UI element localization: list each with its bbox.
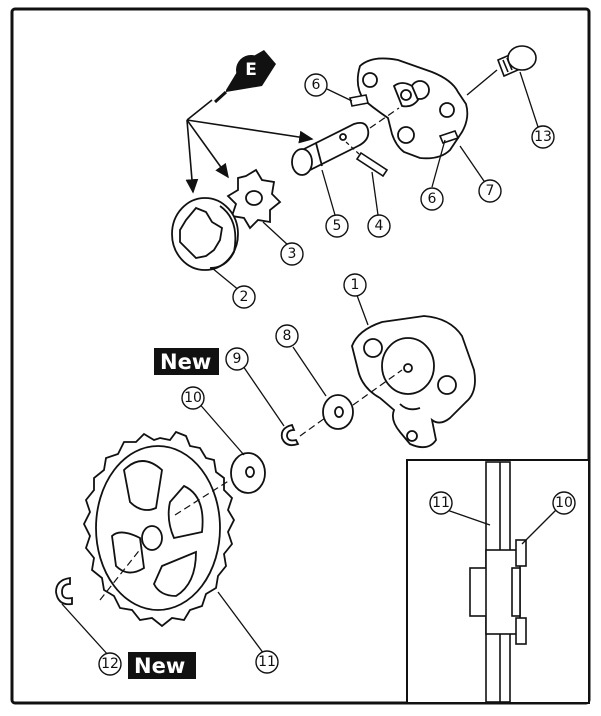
oil-pump-driven-gear <box>82 430 236 628</box>
svg-text:6: 6 <box>428 191 437 207</box>
svg-text:E: E <box>245 60 257 80</box>
svg-text:1: 1 <box>351 277 360 293</box>
inset-callout-11: 11 <box>429 491 453 515</box>
callout-6-lower: 6 <box>420 187 444 211</box>
drive-pin <box>355 151 389 178</box>
callout-10: 10 <box>181 386 205 410</box>
callout-1: 1 <box>343 273 367 297</box>
svg-text:9: 9 <box>233 351 242 367</box>
svg-text:7: 7 <box>486 183 495 199</box>
svg-text:4: 4 <box>375 218 384 234</box>
svg-text:6: 6 <box>312 77 321 93</box>
callout-13: 13 <box>531 125 555 149</box>
washer <box>322 394 354 430</box>
callout-4: 4 <box>367 214 391 238</box>
pump-shaft <box>291 121 370 176</box>
inset-callout-10: 10 <box>552 491 576 515</box>
callout-2: 2 <box>232 285 256 309</box>
svg-text:New: New <box>160 350 211 374</box>
callout-5: 5 <box>325 214 349 238</box>
callout-11: 11 <box>255 650 279 674</box>
callout-12: 12 <box>98 652 122 676</box>
pump-cover <box>356 57 469 160</box>
dowel-pin-upper <box>349 94 369 107</box>
svg-text:11: 11 <box>258 654 276 670</box>
circlip-lower <box>55 576 73 606</box>
svg-text:3: 3 <box>288 246 297 262</box>
leader-lines <box>61 71 557 659</box>
svg-text:8: 8 <box>283 328 292 344</box>
svg-text:10: 10 <box>184 390 202 406</box>
diagram-frame <box>10 7 591 705</box>
outer-rotor <box>171 197 239 271</box>
circlip-upper <box>280 423 300 447</box>
new-part-badge-lower: New <box>128 652 196 679</box>
oil-application-arrows <box>185 99 314 194</box>
callout-3: 3 <box>280 242 304 266</box>
gear-washer <box>230 452 266 494</box>
engine-oil-symbol-icon: E <box>213 50 276 104</box>
svg-text:New: New <box>134 654 185 678</box>
svg-text:2: 2 <box>240 289 249 305</box>
svg-text:12: 12 <box>101 656 119 672</box>
pump-body <box>351 315 476 449</box>
inset-cross-section <box>469 461 527 703</box>
svg-text:10: 10 <box>555 495 573 511</box>
callout-8: 8 <box>275 324 299 348</box>
svg-text:11: 11 <box>432 495 450 511</box>
callout-9: 9 <box>225 347 249 371</box>
inner-rotor <box>226 168 282 230</box>
svg-text:5: 5 <box>333 218 342 234</box>
callout-6-upper: 6 <box>304 73 328 97</box>
callout-7: 7 <box>478 179 502 203</box>
svg-text:13: 13 <box>534 129 552 145</box>
pump-cover-screw <box>496 45 537 78</box>
new-part-badge-upper: New <box>154 348 219 375</box>
